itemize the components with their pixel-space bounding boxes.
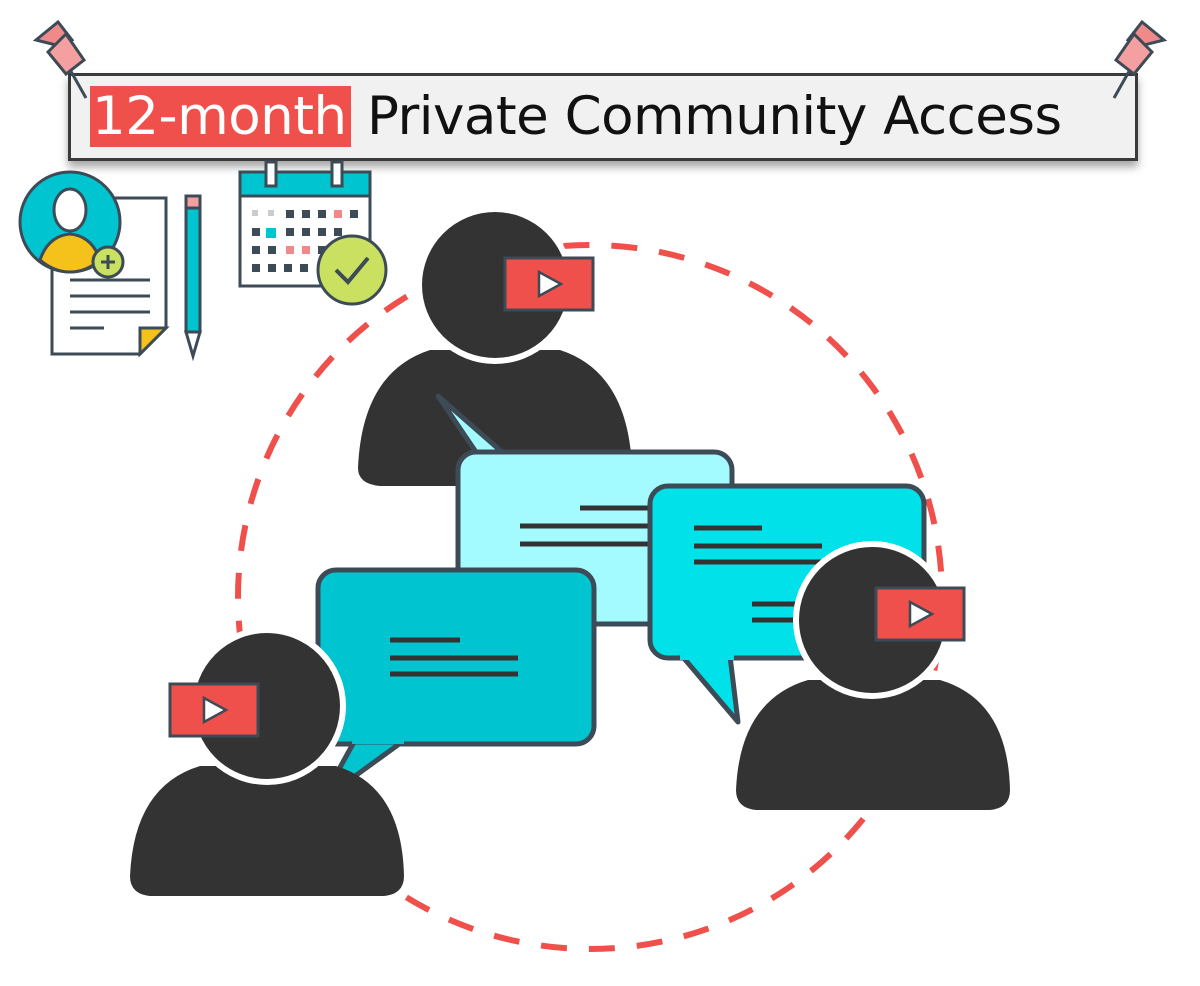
title-highlight: 12-month	[90, 86, 351, 147]
play-icon	[168, 682, 260, 738]
play-icon	[503, 256, 595, 312]
person-right	[736, 541, 1010, 810]
pushpin-left-icon	[32, 19, 88, 99]
chat-bubble-icon	[315, 567, 597, 803]
title-text: Private Community Access	[350, 86, 1062, 147]
pencil-icon	[184, 194, 202, 362]
play-icon	[874, 586, 966, 642]
person-left	[130, 627, 404, 896]
user-profile-document-icon	[18, 170, 170, 358]
pushpin-right-icon	[1112, 19, 1168, 99]
page-title: 12-month Private Community Access	[90, 84, 1062, 150]
calendar-check-icon	[238, 160, 388, 306]
